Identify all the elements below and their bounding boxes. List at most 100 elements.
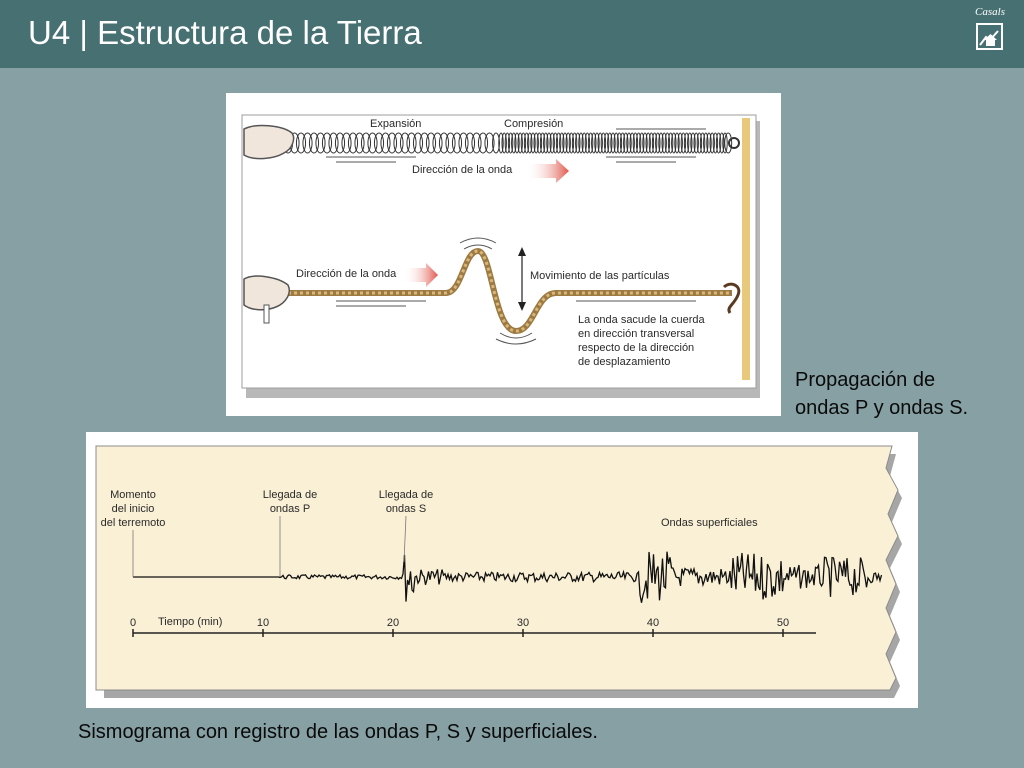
coil-loop — [425, 132, 437, 154]
coil-loop — [445, 132, 456, 154]
coil-loop — [464, 132, 476, 154]
coil-loop — [706, 132, 712, 154]
coil-loop — [367, 132, 378, 154]
coil-loop — [302, 132, 313, 154]
coil-loop — [565, 132, 571, 154]
compression-label: Compresión — [504, 118, 563, 130]
coil-loop — [674, 132, 680, 154]
description-line-4: de desplazamiento — [578, 356, 670, 368]
coil-loop — [722, 132, 728, 154]
propagation-caption-line-1: Propagación de — [795, 369, 936, 391]
coil-loop — [712, 132, 719, 154]
coil-loop — [699, 132, 706, 154]
coil-loop — [571, 132, 578, 154]
coil-loop — [607, 132, 613, 154]
description-line-3: respecto de la dirección — [578, 342, 694, 354]
coil-loop — [555, 132, 562, 154]
coil-loop — [594, 132, 600, 154]
coil-loop — [373, 132, 385, 154]
coil-loop — [321, 132, 333, 154]
coil-loop — [546, 132, 552, 154]
coil-loop — [517, 132, 523, 154]
tick-label: 30 — [517, 617, 529, 629]
coil-loop — [315, 132, 326, 154]
coil-loop — [552, 132, 559, 154]
figure-box — [241, 114, 757, 389]
coil-loop — [399, 132, 411, 154]
coil-loop — [533, 132, 539, 154]
coil-loop — [507, 132, 514, 154]
wave-propagation-diagram: Expansión Compresión Dirección de la ond… — [241, 114, 760, 398]
rope-knot — [722, 282, 741, 314]
tick-label: 0 — [130, 617, 136, 629]
s-marker-line — [403, 515, 407, 563]
propagation-caption-line-2: ondas P y ondas S. — [795, 397, 969, 419]
s-label-line-1: Llegada de — [379, 489, 433, 501]
coil-loop — [581, 132, 587, 154]
coil-loop — [616, 132, 623, 154]
coil-loop — [651, 132, 658, 154]
coil-loop — [648, 132, 655, 154]
coil-loop — [709, 132, 715, 154]
coil-loop — [412, 132, 424, 154]
coil-loop — [667, 132, 674, 154]
coil-loop — [520, 132, 527, 154]
coil-loop — [591, 132, 597, 154]
coil-loop — [587, 132, 594, 154]
coil-loop — [438, 132, 450, 154]
coil-loop — [458, 132, 469, 154]
coil-loop — [530, 132, 536, 154]
hand-icon-s — [243, 275, 290, 311]
coil-loop — [328, 132, 339, 154]
surface-waves-label: Ondas superficiales — [661, 517, 758, 529]
coil-loop — [687, 132, 693, 154]
seismogram-trace — [133, 551, 883, 603]
coil-loop — [347, 132, 359, 154]
coil-loop — [559, 132, 565, 154]
start-label-line-3: del terremoto — [101, 517, 166, 529]
coil-loop — [354, 132, 365, 154]
coil-loop — [484, 132, 495, 154]
coil-loop — [613, 132, 619, 154]
p-label-line-1: Llegada de — [263, 489, 317, 501]
tick-label: 40 — [647, 617, 659, 629]
coil-loop — [539, 132, 546, 154]
coil-loop — [477, 132, 489, 154]
coil-loop — [683, 132, 690, 154]
coil-loop — [610, 132, 616, 154]
coil-loop — [645, 132, 651, 154]
wave-propagation-figure: Expansión Compresión Dirección de la ond… — [226, 93, 781, 416]
seismogram-diagram: Momento del inicio del terremoto Llegada… — [95, 445, 902, 698]
coil-loop — [696, 132, 703, 154]
coil-loop — [603, 132, 610, 154]
coil-loop — [504, 132, 511, 154]
coil-loop — [623, 132, 629, 154]
coil-loop — [543, 132, 549, 154]
page-title: U4 | Estructura de la Tierra — [28, 14, 422, 51]
coil-loop — [635, 132, 642, 154]
coil-loop — [719, 132, 725, 154]
tick-label: 50 — [777, 617, 789, 629]
coil-loop — [451, 132, 463, 154]
coil-loop — [471, 132, 482, 154]
house-icon — [976, 23, 1003, 50]
coil-loop — [498, 132, 504, 154]
coil-loop — [568, 132, 575, 154]
tick-label: 20 — [387, 617, 399, 629]
coil-loop — [578, 132, 584, 154]
coil-loop — [658, 132, 664, 154]
coil-loop — [295, 132, 307, 154]
time-axis-label: Tiempo (min) — [158, 616, 222, 628]
coil-loop — [360, 132, 372, 154]
coil-loop — [386, 132, 398, 154]
coil-loop — [671, 132, 677, 154]
coil-loop — [406, 132, 417, 154]
coil-loop — [626, 132, 632, 154]
coil-loop — [619, 132, 626, 154]
coil-loop — [724, 132, 733, 154]
coil-loop — [501, 132, 507, 154]
direction-arrow-s — [404, 263, 438, 287]
coil-loop — [642, 132, 648, 154]
seismogram-paper — [95, 445, 899, 691]
hand-icon — [243, 124, 295, 160]
